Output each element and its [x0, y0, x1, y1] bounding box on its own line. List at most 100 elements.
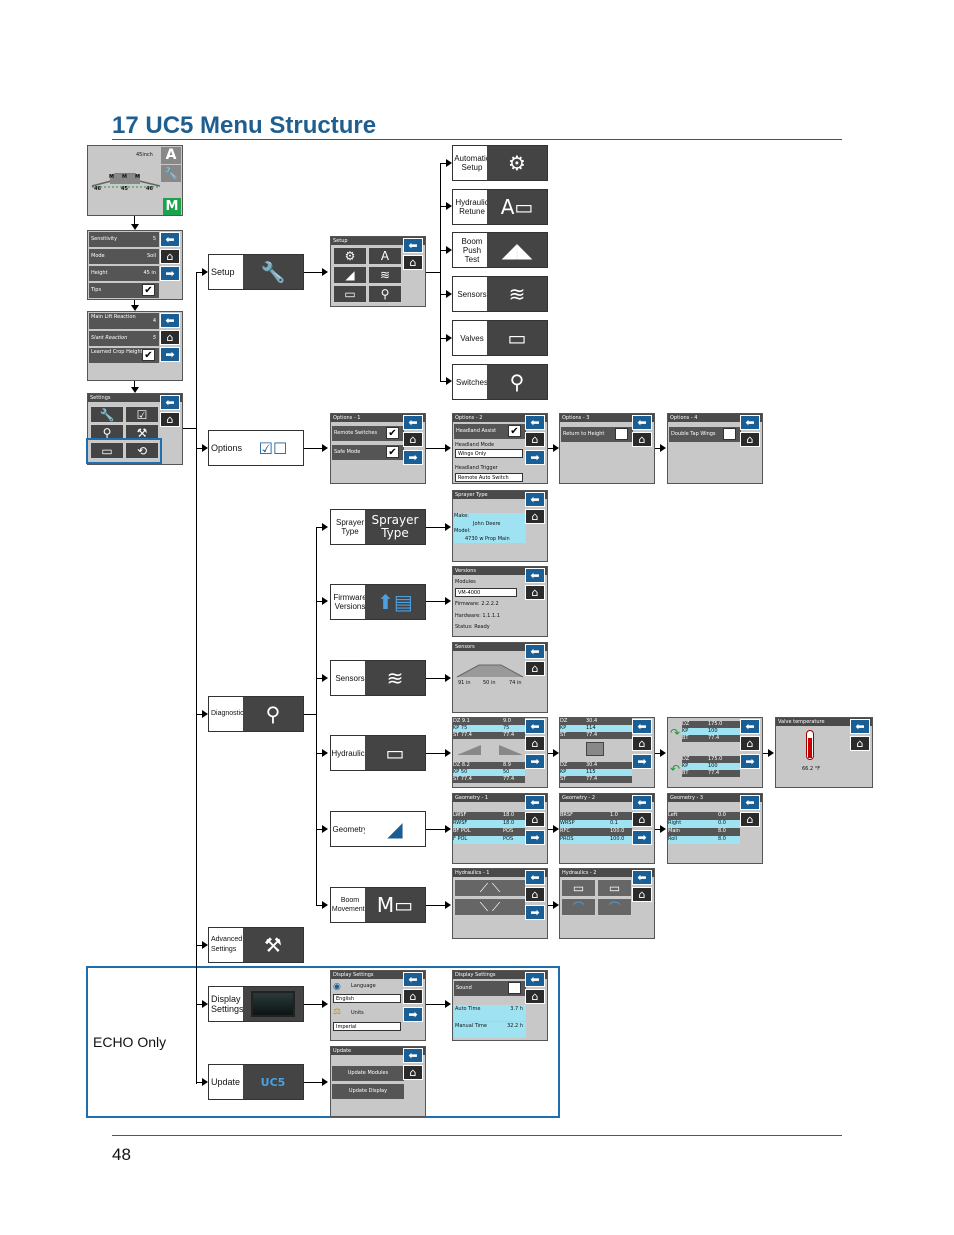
center-down-control[interactable]: ▭: [597, 879, 632, 897]
learned-crop-row[interactable]: Learned Crop Height: [89, 348, 159, 363]
language-select[interactable]: English: [333, 994, 401, 1003]
home-icon[interactable]: ⌂: [403, 255, 423, 270]
update-menu-button[interactable]: Update UC5: [208, 1064, 304, 1100]
back-arrow-icon[interactable]: ⬅: [525, 719, 545, 734]
advanced-settings-menu-button[interactable]: Advanced Settings ⚒: [208, 927, 304, 963]
units-select[interactable]: Imperial: [333, 1022, 401, 1031]
center-up-control[interactable]: ▭: [561, 879, 596, 897]
back-arrow-icon[interactable]: ⬅: [160, 313, 180, 328]
boom-push-icon[interactable]: ◢: [333, 266, 367, 284]
automatic-setup-button[interactable]: Automatic Setup⚙: [452, 145, 548, 181]
boom-raise-control[interactable]: ⟋ ⟍: [454, 879, 526, 897]
boom-lower-control[interactable]: ⟍ ⟋: [454, 898, 526, 916]
home-icon[interactable]: ⌂: [403, 1065, 423, 1080]
back-arrow-icon[interactable]: ⬅: [403, 238, 423, 253]
forward-arrow-icon[interactable]: ➡: [632, 754, 652, 769]
forward-arrow-icon[interactable]: ➡: [740, 754, 760, 769]
tips-row[interactable]: Tips: [89, 283, 159, 298]
home-icon[interactable]: ⌂: [632, 432, 652, 447]
boom-push-test-button[interactable]: Boom Push Test◢◣: [452, 232, 548, 268]
home-icon[interactable]: ⌂: [160, 412, 180, 427]
forward-arrow-icon[interactable]: ➡: [525, 754, 545, 769]
return-to-height-checkbox[interactable]: [615, 428, 628, 440]
home-icon[interactable]: ⌂: [740, 812, 760, 827]
valves-icon[interactable]: ▭: [333, 285, 367, 303]
back-arrow-icon[interactable]: ⬅: [160, 395, 180, 410]
wrench-icon[interactable]: 🔧: [161, 165, 181, 182]
home-icon[interactable]: ⌂: [850, 736, 870, 751]
back-arrow-icon[interactable]: ⬅: [632, 415, 652, 430]
home-icon[interactable]: ⌂: [632, 812, 652, 827]
hydraulic-retune-icon[interactable]: A: [368, 247, 402, 265]
setup-menu-button[interactable]: Setup 🔧: [208, 254, 304, 290]
home-icon[interactable]: ⌂: [525, 989, 545, 1004]
sensors-icon[interactable]: ≋: [368, 266, 402, 284]
tips-checkbox[interactable]: ✔: [142, 284, 155, 296]
home-icon[interactable]: ⌂: [525, 736, 545, 751]
display-icon[interactable]: ▭: [90, 442, 124, 459]
forward-arrow-icon[interactable]: ➡: [632, 830, 652, 845]
checkbox-options-icon[interactable]: ☑: [125, 406, 159, 423]
auto-button[interactable]: A: [161, 147, 181, 164]
sensors-diag-button[interactable]: Sensors≋: [330, 660, 426, 696]
back-arrow-icon[interactable]: ⬅: [632, 795, 652, 810]
wrench-icon[interactable]: 🔧: [90, 406, 124, 423]
headland-mode-select[interactable]: Wings Only: [455, 449, 523, 458]
back-arrow-icon[interactable]: ⬅: [403, 972, 423, 987]
remote-switches-checkbox[interactable]: ✔: [386, 427, 399, 439]
home-icon[interactable]: ⌂: [525, 509, 545, 524]
headland-trigger-select[interactable]: Remote Auto Switch: [455, 473, 523, 482]
home-icon[interactable]: ⌂: [403, 432, 423, 447]
home-icon[interactable]: ⌂: [632, 887, 652, 902]
hydraulics-button[interactable]: Hydraulics▭: [330, 735, 426, 771]
back-arrow-icon[interactable]: ⬅: [525, 795, 545, 810]
home-icon[interactable]: ⌂: [632, 736, 652, 751]
switches-icon[interactable]: ⚲: [368, 285, 402, 303]
home-icon[interactable]: ⌂: [525, 432, 545, 447]
valves-button[interactable]: Valves▭: [452, 320, 548, 356]
back-arrow-icon[interactable]: ⬅: [632, 719, 652, 734]
home-icon[interactable]: ⌂: [160, 330, 180, 345]
back-arrow-icon[interactable]: ⬅: [525, 415, 545, 430]
back-arrow-icon[interactable]: ⬅: [160, 232, 180, 247]
safe-mode-checkbox[interactable]: ✔: [386, 446, 399, 458]
auto-setup-icon[interactable]: ⚙: [333, 247, 367, 265]
double-tap-wings-checkbox[interactable]: [723, 428, 736, 440]
back-arrow-icon[interactable]: ⬅: [740, 415, 760, 430]
back-arrow-icon[interactable]: ⬅: [525, 568, 545, 583]
update-display-button[interactable]: Update Display: [332, 1084, 404, 1099]
home-icon[interactable]: ⌂: [525, 661, 545, 676]
forward-arrow-icon[interactable]: ➡: [160, 266, 180, 281]
tilt-left-control[interactable]: ⌒: [561, 898, 596, 916]
advanced-wrench-icon[interactable]: ⚒: [125, 424, 159, 441]
firmware-versions-button[interactable]: Firmware Versions⬆▤: [330, 584, 426, 620]
geometry-button[interactable]: Geometry◢: [330, 811, 426, 847]
back-arrow-icon[interactable]: ⬅: [403, 1048, 423, 1063]
module-select[interactable]: VM-4000: [455, 588, 517, 597]
forward-arrow-icon[interactable]: ➡: [525, 450, 545, 465]
update-modules-button[interactable]: Update Modules: [332, 1066, 404, 1081]
sensors-setup-button[interactable]: Sensors≋: [452, 276, 548, 312]
forward-arrow-icon[interactable]: ➡: [403, 1007, 423, 1022]
sound-checkbox[interactable]: [508, 982, 521, 994]
back-arrow-icon[interactable]: ⬅: [525, 492, 545, 507]
home-icon[interactable]: ⌂: [740, 432, 760, 447]
tilt-right-control[interactable]: ⌒: [597, 898, 632, 916]
manual-button[interactable]: M: [163, 198, 181, 215]
forward-arrow-icon[interactable]: ➡: [525, 905, 545, 920]
learned-crop-checkbox[interactable]: ✔: [142, 349, 155, 361]
back-arrow-icon[interactable]: ⬅: [850, 719, 870, 734]
home-icon[interactable]: ⌂: [525, 585, 545, 600]
back-arrow-icon[interactable]: ⬅: [525, 870, 545, 885]
headland-assist-checkbox[interactable]: ✔: [508, 425, 521, 437]
forward-arrow-icon[interactable]: ➡: [403, 450, 423, 465]
back-arrow-icon[interactable]: ⬅: [525, 644, 545, 659]
